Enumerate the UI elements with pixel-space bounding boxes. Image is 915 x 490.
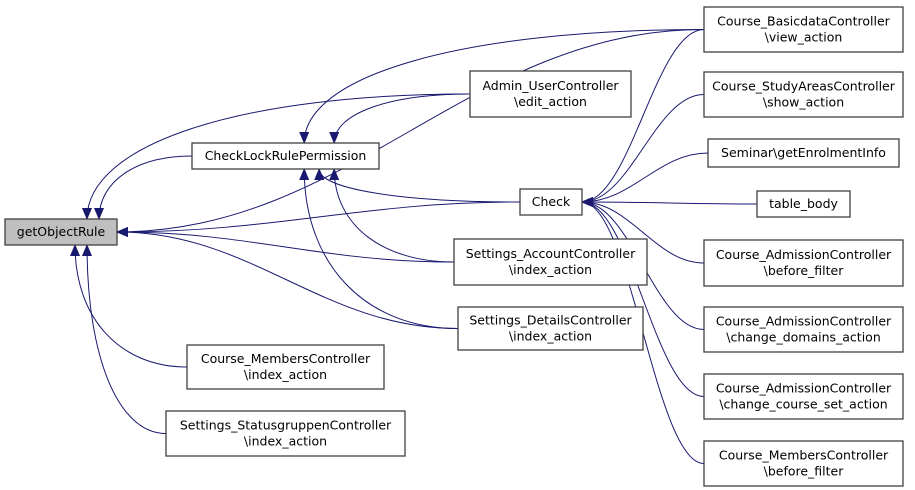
node-label: \view_action <box>765 30 843 45</box>
node-box <box>703 71 904 118</box>
node-label: \change_course_set_action <box>719 397 887 412</box>
edge-admin-usercontroller-to-checklockrulepermission <box>329 93 471 144</box>
node-label: Course_MembersController <box>201 351 371 366</box>
edge-table-body-to-check <box>581 197 758 208</box>
node-label: CheckLockRulePermission <box>205 148 367 163</box>
node-label: table_body <box>769 196 838 211</box>
node-course-admissioncontroller-domains[interactable]: Course_AdmissionController\change_domain… <box>703 306 904 353</box>
node-check[interactable]: Check <box>519 188 583 216</box>
node-settings-statusgruppencontroller[interactable]: Settings_StatusgruppenController\index_a… <box>165 410 406 457</box>
node-box <box>519 188 583 216</box>
node-settings-accountcontroller[interactable]: Settings_AccountController\index_action <box>453 238 648 286</box>
node-box <box>457 306 644 351</box>
node-label: Course_MembersController <box>719 448 889 463</box>
node-box <box>703 373 904 420</box>
node-course-admissioncontroller-before[interactable]: Course_AdmissionController\before_filter <box>703 239 904 287</box>
node-box <box>703 239 904 287</box>
node-seminar[interactable]: Seminar\getEnrolmentInfo <box>707 138 900 168</box>
edge-settings-detailscontroller-to-checklockrulepermission <box>299 168 459 329</box>
edge-admin-usercontroller-to-getobjectrule <box>82 93 471 220</box>
node-getobjectrule[interactable]: getObjectRule <box>4 218 118 246</box>
edge-course-admissioncontroller-courseset-to-check <box>581 197 705 397</box>
node-label: Course_AdmissionController <box>716 381 892 396</box>
node-label: \before_filter <box>764 263 845 278</box>
node-settings-detailscontroller[interactable]: Settings_DetailsController\index_action <box>457 306 644 351</box>
edge-settings-statusgruppencontroller-to-getobjectrule <box>82 244 167 434</box>
node-label: Settings_StatusgruppenController <box>180 418 392 433</box>
node-course-admissioncontroller-courseset[interactable]: Course_AdmissionController\change_course… <box>703 373 904 420</box>
edge-seminar-to-check <box>581 152 709 207</box>
edges-layer <box>70 29 758 464</box>
edge-checklockrulepermission-to-getobjectrule <box>94 155 193 220</box>
node-label: Course_BasicdataController <box>717 14 890 29</box>
node-box <box>4 218 118 246</box>
node-label: Course_AdmissionController <box>716 314 892 329</box>
node-box <box>707 138 900 168</box>
edge-course-basicdatacontroller-to-check <box>581 29 705 207</box>
node-label: Admin_UserController <box>482 78 619 93</box>
node-box <box>191 142 380 170</box>
node-course-studyareascontroller[interactable]: Course_StudyAreasController\show_action <box>703 71 904 118</box>
node-box <box>756 190 851 218</box>
edge-course-basicdatacontroller-to-getobjectrule <box>116 29 705 237</box>
node-label: \edit_action <box>514 94 587 109</box>
edge-settings-accountcontroller-to-getobjectrule <box>116 227 455 263</box>
node-label: \change_domains_action <box>726 330 881 345</box>
node-label: Course_AdmissionController <box>716 247 892 262</box>
edge-check-to-checklockrulepermission <box>314 168 521 203</box>
node-label: Settings_DetailsController <box>469 313 632 328</box>
edge-settings-accountcontroller-to-checklockrulepermission <box>329 168 455 263</box>
node-box <box>469 70 632 118</box>
edge-course-studyareascontroller-to-check <box>581 94 705 207</box>
node-box <box>703 6 904 53</box>
node-admin-usercontroller[interactable]: Admin_UserController\edit_action <box>469 70 632 118</box>
node-label: \index_action <box>244 434 327 449</box>
node-checklockrulepermission[interactable]: CheckLockRulePermission <box>191 142 380 170</box>
node-label: \index_action <box>509 329 592 344</box>
node-label: Seminar\getEnrolmentInfo <box>721 145 886 160</box>
node-label: \before_filter <box>764 464 845 479</box>
node-box <box>165 410 406 457</box>
node-course-memberscontroller-index[interactable]: Course_MembersController\index_action <box>186 344 385 390</box>
edge-settings-detailscontroller-to-getobjectrule <box>116 227 459 329</box>
node-label: Settings_AccountController <box>466 246 636 261</box>
node-course-basicdatacontroller[interactable]: Course_BasicdataController\view_action <box>703 6 904 53</box>
node-label: \index_action <box>509 262 592 277</box>
node-label: \index_action <box>244 367 327 382</box>
node-label: Course_StudyAreasController <box>712 79 896 94</box>
node-table-body[interactable]: table_body <box>756 190 851 218</box>
node-label: getObjectRule <box>17 224 106 239</box>
edge-course-admissioncontroller-before-to-check <box>581 197 705 264</box>
node-label: \show_action <box>763 95 844 110</box>
node-box <box>703 440 904 487</box>
edge-check-to-getobjectrule <box>116 201 521 237</box>
edge-course-basicdatacontroller-to-checklockrulepermission <box>299 29 705 144</box>
edge-course-memberscontroller-index-to-getobjectrule <box>70 244 188 368</box>
node-course-memberscontroller-before[interactable]: Course_MembersController\before_filter <box>703 440 904 487</box>
nodes-layer: getObjectRule CheckLockRulePermission Admi… <box>4 6 904 487</box>
node-box <box>186 344 385 390</box>
node-box <box>703 306 904 353</box>
node-label: Check <box>532 194 571 209</box>
node-box <box>453 238 648 286</box>
